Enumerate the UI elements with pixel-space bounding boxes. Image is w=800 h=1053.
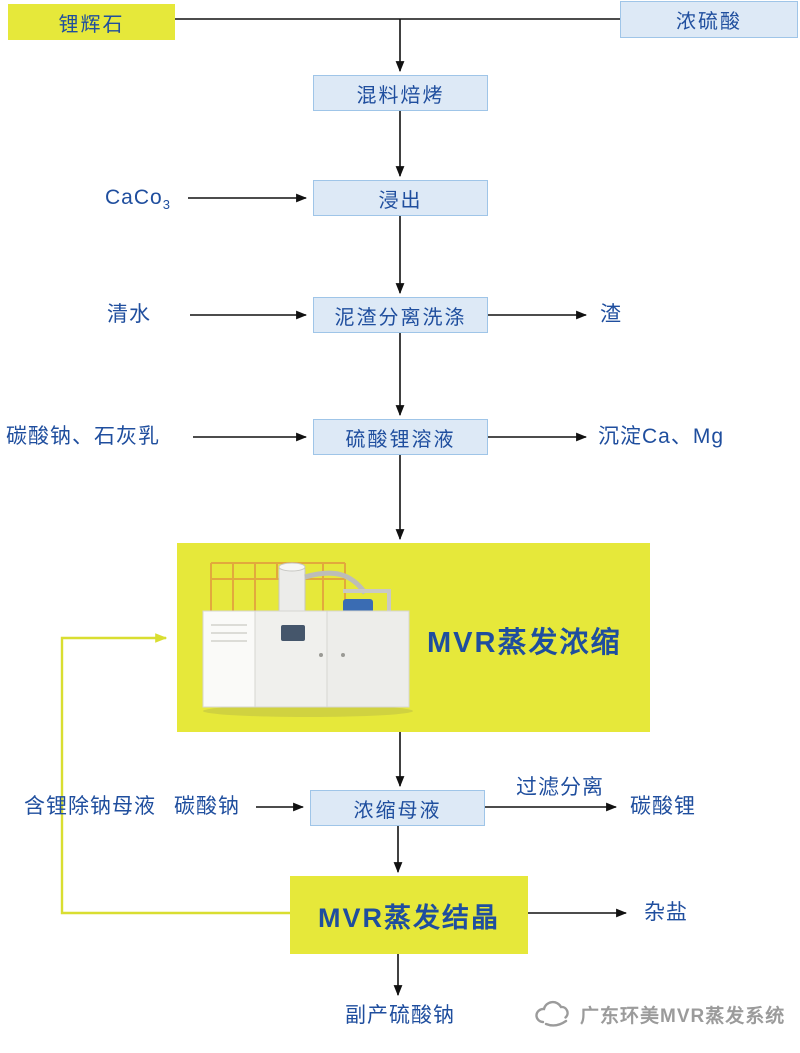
input-caco3-label: CaCo3 [105,185,171,218]
node-roasting: 混料焙烤 [313,75,488,111]
watermark: 广东环美MVR蒸发系统 [534,1000,785,1028]
input-clear-water-label: 清水 [107,303,151,326]
node-mvr-evaporation-crystallization-label: MVR蒸发结晶 [318,902,500,933]
node-mvr-evaporation-crystallization: MVR蒸发结晶 [290,876,528,954]
node-sulfuric-acid: 浓硫酸 [620,1,798,38]
watermark-text: 广东环美MVR蒸发系统 [580,1005,786,1027]
mvr-equipment-illustration [202,562,413,717]
node-concentrated-mother-liquor: 浓缩母液 [310,790,485,826]
node-spodumene: 锂辉石 [8,4,175,40]
input-caco3-formula: CaCo [105,186,163,209]
node-lithium-sulfate-solution-label: 硫酸锂溶液 [345,428,456,451]
input-caco3-subscript: 3 [162,197,171,213]
output-slag-label: 渣 [600,303,622,326]
output-sodium-sulfate-byproduct-label: 副产硫酸钠 [345,1004,455,1027]
watermark-logo-icon [535,1000,569,1027]
node-mvr-evaporation-concentration: MVR蒸发浓缩 [177,543,650,732]
input-soda-ash-lime-milk-label: 碳酸钠、石灰乳 [6,425,160,448]
input-lithium-mother-liquor-label: 含锂除钠母液 [24,795,156,818]
output-ca-mg-precipitate-label: 沉淀Ca、Mg [598,425,725,448]
node-lithium-sulfate-solution: 硫酸锂溶液 [313,419,488,455]
node-slag-separation-label: 泥渣分离洗涤 [334,306,467,329]
output-mixed-salt-label: 杂盐 [644,901,688,924]
node-leaching-label: 浸出 [378,189,423,212]
input-soda-ash-label: 碳酸钠 [174,795,240,818]
node-spodumene-label: 锂辉石 [58,13,125,36]
node-mvr-evaporation-concentration-label: MVR蒸发浓缩 [427,627,622,659]
node-concentrated-mother-liquor-label: 浓缩母液 [353,799,442,822]
node-sulfuric-acid-label: 浓硫酸 [676,11,742,33]
filtration-separation-label: 过滤分离 [516,776,604,799]
node-leaching: 浸出 [313,180,488,216]
node-slag-separation: 泥渣分离洗涤 [313,297,488,333]
output-lithium-carbonate-label: 碳酸锂 [630,795,696,818]
node-roasting-label: 混料焙烤 [356,84,445,107]
